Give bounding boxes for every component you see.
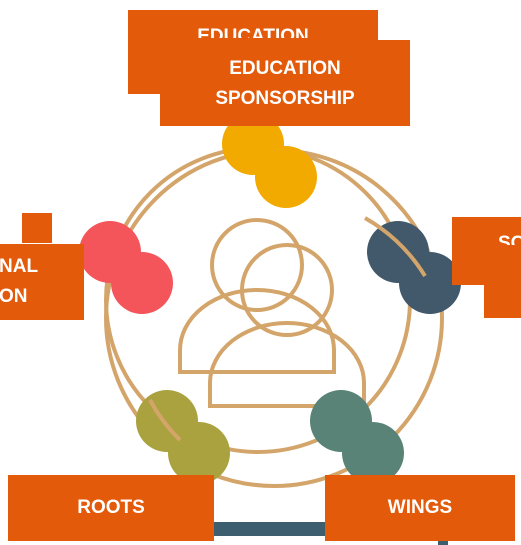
right-label-tab [484,285,521,318]
wings-label-text: WINGS [387,497,453,518]
connector-tick [438,541,448,545]
node-bottom-right [310,390,404,484]
education-sponsorship-line1: EDUCATION [229,58,341,79]
people-icon [178,218,366,408]
education-sponsorship-line2: SPONSORSHIP [215,88,355,109]
ring-overlay-right [364,216,427,278]
connector-bar [214,522,325,536]
left-label-line2: ON [0,286,28,307]
node-right [367,221,461,314]
node-top [222,113,317,208]
left-label: NAL ON [0,244,84,320]
right-label-text: SC [498,233,521,245]
education-ghost-text: EDUCATION [197,26,309,38]
left-label-tab [22,213,52,243]
education-sponsorship-label: EDUCATION SPONSORSHIP [160,40,410,126]
wings-label: WINGS [325,475,515,541]
left-label-line1: NAL [0,256,39,277]
roots-label: ROOTS [8,475,214,541]
node-left [79,221,173,314]
right-label: SC [452,217,521,285]
ring-overlay-bottom-left [148,399,182,442]
roots-label-text: ROOTS [77,497,145,518]
